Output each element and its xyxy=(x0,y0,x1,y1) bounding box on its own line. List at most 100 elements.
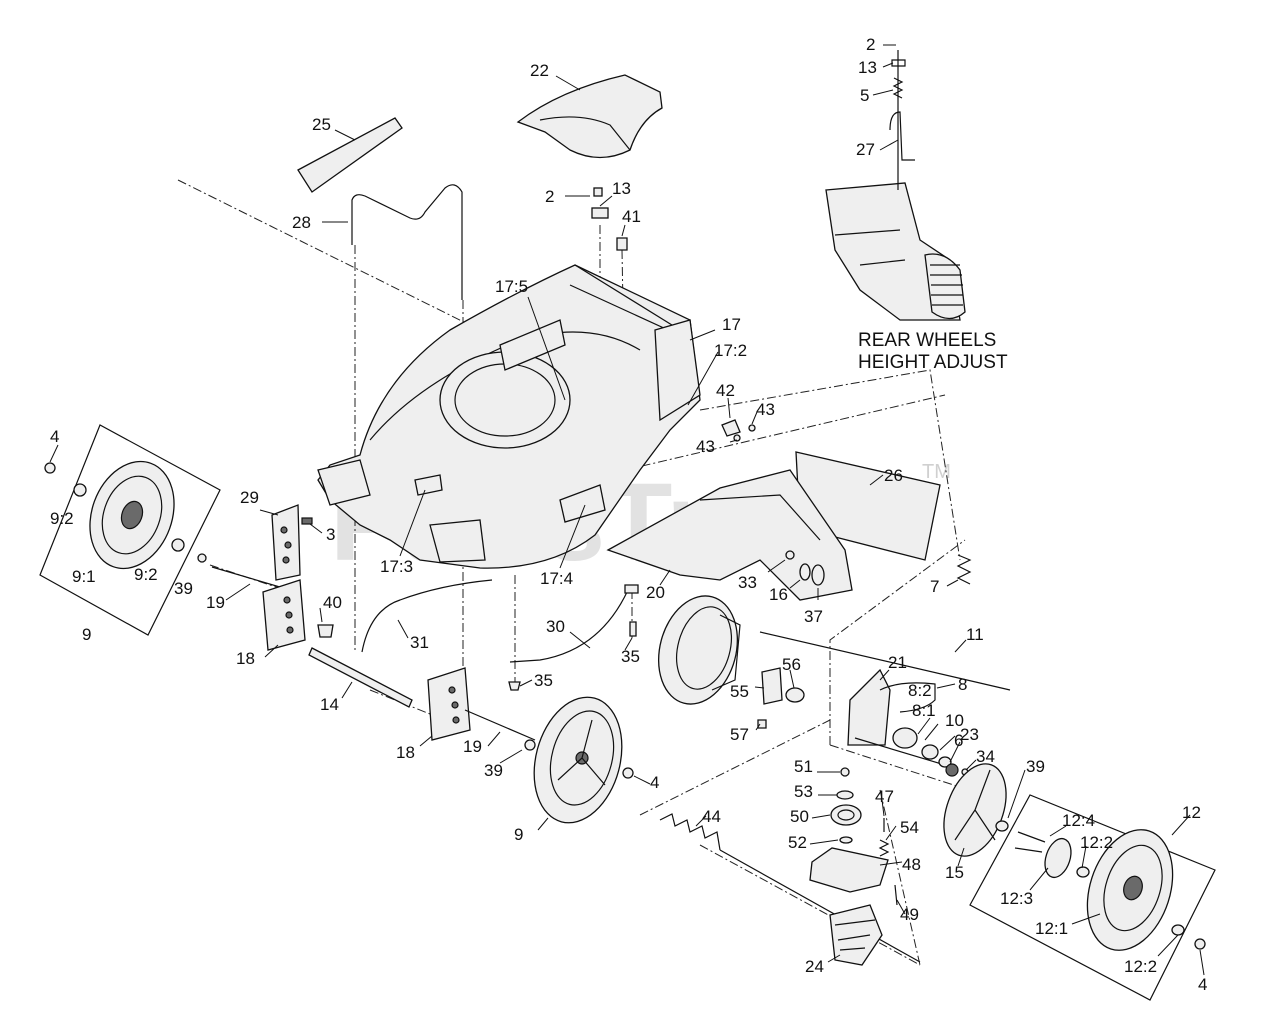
callout-54: 54 xyxy=(900,818,919,837)
callout-39-left: 39 xyxy=(174,579,193,598)
callout-12-2-b: 12:2 xyxy=(1124,957,1157,976)
left-height-adjuster: 19 40 18 xyxy=(206,566,342,668)
deck-hardware: 2 13 41 xyxy=(545,179,641,251)
callout-37: 37 xyxy=(804,607,823,626)
callout-18-left: 18 xyxy=(236,649,255,668)
part-9-right-front-wheel: 9 4 xyxy=(514,696,659,844)
transmission-assembly: 51 53 50 52 47 54 48 49 24 xyxy=(788,757,921,976)
callout-43-b: 43 xyxy=(696,437,715,456)
callout-44: 44 xyxy=(702,807,721,826)
callout-17-2: 17:2 xyxy=(714,341,747,360)
callout-2-deck: 2 xyxy=(545,187,554,206)
caption-line-1: REAR WHEELS xyxy=(858,330,996,351)
callout-52: 52 xyxy=(788,833,807,852)
callout-7: 7 xyxy=(930,577,939,596)
part-28-handle: 28 xyxy=(292,184,463,300)
parts-33-16-37: 33 16 37 xyxy=(738,550,825,626)
callout-57: 57 xyxy=(730,725,749,744)
callout-4-left: 4 xyxy=(50,427,59,446)
part-11-rod: 11 xyxy=(759,625,1011,691)
callout-31: 31 xyxy=(410,633,429,652)
callout-25: 25 xyxy=(312,115,331,134)
callout-12-2-a: 12:2 xyxy=(1080,833,1113,852)
callout-12-1: 12:1 xyxy=(1035,919,1068,938)
callout-49: 49 xyxy=(900,905,919,924)
caption-line-2: HEIGHT ADJUST xyxy=(858,352,1008,373)
callout-29: 29 xyxy=(240,488,259,507)
callout-22: 22 xyxy=(530,61,549,80)
callout-19-left: 19 xyxy=(206,593,225,612)
parts-42-43: 42 43 43 xyxy=(696,381,775,456)
callout-16: 16 xyxy=(769,585,788,604)
callout-30: 30 xyxy=(546,617,565,636)
callout-12-4: 12:4 xyxy=(1062,811,1095,830)
callout-8-1: 8:1 xyxy=(912,701,936,720)
callout-9-left: 9 xyxy=(82,625,91,644)
callout-34: 34 xyxy=(976,747,995,766)
callout-35-b: 35 xyxy=(534,671,553,690)
callout-18-right: 18 xyxy=(396,743,415,762)
callout-17-4: 17:4 xyxy=(540,569,573,588)
callout-13-top: 13 xyxy=(858,58,877,77)
callout-10: 10 xyxy=(945,711,964,730)
callout-50: 50 xyxy=(790,807,809,826)
rear-axle-parts: 21 8 8:2 8:1 10 6 23 34 xyxy=(847,653,995,777)
part-20-shield: 20 xyxy=(606,469,853,602)
callout-53: 53 xyxy=(794,782,813,801)
callout-41: 41 xyxy=(622,207,641,226)
watermark-tm: TM xyxy=(922,461,951,483)
callout-14: 14 xyxy=(320,695,339,714)
callout-47: 47 xyxy=(875,787,894,806)
callout-4-mid: 4 xyxy=(650,773,659,792)
part-17-deck: 17 17:2 17:5 17:3 17:4 xyxy=(317,264,747,588)
callout-55: 55 xyxy=(730,682,749,701)
callout-3: 3 xyxy=(326,525,335,544)
callout-9-1: 9:1 xyxy=(72,567,96,586)
rear-height-adjust-inset: 2 13 5 27 REAR WHEELS HEIGHT ADJUST xyxy=(825,35,1008,373)
callout-17-5: 17:5 xyxy=(495,277,528,296)
callout-2-top: 2 xyxy=(866,35,875,54)
right-height-adjuster: 18 19 39 xyxy=(396,667,536,780)
callout-9-2-b: 9:2 xyxy=(134,565,158,584)
rear-left-wheel: 55 56 57 xyxy=(657,595,805,744)
callout-9-right: 9 xyxy=(514,825,523,844)
part-44-spring: 44 xyxy=(659,807,921,963)
callout-28: 28 xyxy=(292,213,311,232)
callout-42: 42 xyxy=(716,381,735,400)
part-14-axle: 14 xyxy=(308,647,413,714)
callout-39-mid: 39 xyxy=(484,761,503,780)
callout-17: 17 xyxy=(722,315,741,334)
callout-26: 26 xyxy=(884,466,903,485)
callout-8-2: 8:2 xyxy=(908,681,932,700)
callout-12-3: 12:3 xyxy=(1000,889,1033,908)
callout-24: 24 xyxy=(805,957,824,976)
part-25-grip: 25 xyxy=(297,115,403,193)
part-9-left-wheel-assembly: 4 9:2 9:1 9:2 39 9 xyxy=(39,424,221,644)
callout-43-a: 43 xyxy=(756,400,775,419)
callout-17-3: 17:3 xyxy=(380,557,413,576)
parts-29-3: 29 3 xyxy=(240,488,335,581)
callout-40: 40 xyxy=(323,593,342,612)
callout-11: 11 xyxy=(966,625,984,644)
callout-48: 48 xyxy=(902,855,921,874)
callout-33: 33 xyxy=(738,573,757,592)
part-12-right-wheel-assembly: 12 12:4 12:2 12:3 12:1 12:2 4 xyxy=(969,794,1216,1001)
callout-15: 15 xyxy=(945,863,964,882)
callout-9-2-a: 9:2 xyxy=(50,509,74,528)
callout-5: 5 xyxy=(860,86,869,105)
callout-27: 27 xyxy=(856,140,875,159)
part-22-cover: 22 xyxy=(516,61,663,159)
callout-19-right: 19 xyxy=(463,737,482,756)
callout-13-deck: 13 xyxy=(612,179,631,198)
callout-39-right: 39 xyxy=(1026,757,1045,776)
callout-56: 56 xyxy=(782,655,801,674)
callout-21: 21 xyxy=(888,653,907,672)
callout-20: 20 xyxy=(646,583,665,602)
callout-4-right: 4 xyxy=(1198,975,1207,994)
part-15-hubcap: 39 15 xyxy=(943,757,1045,882)
callout-12: 12 xyxy=(1182,803,1201,822)
callout-8: 8 xyxy=(958,675,967,694)
callout-23: 23 xyxy=(960,725,979,744)
